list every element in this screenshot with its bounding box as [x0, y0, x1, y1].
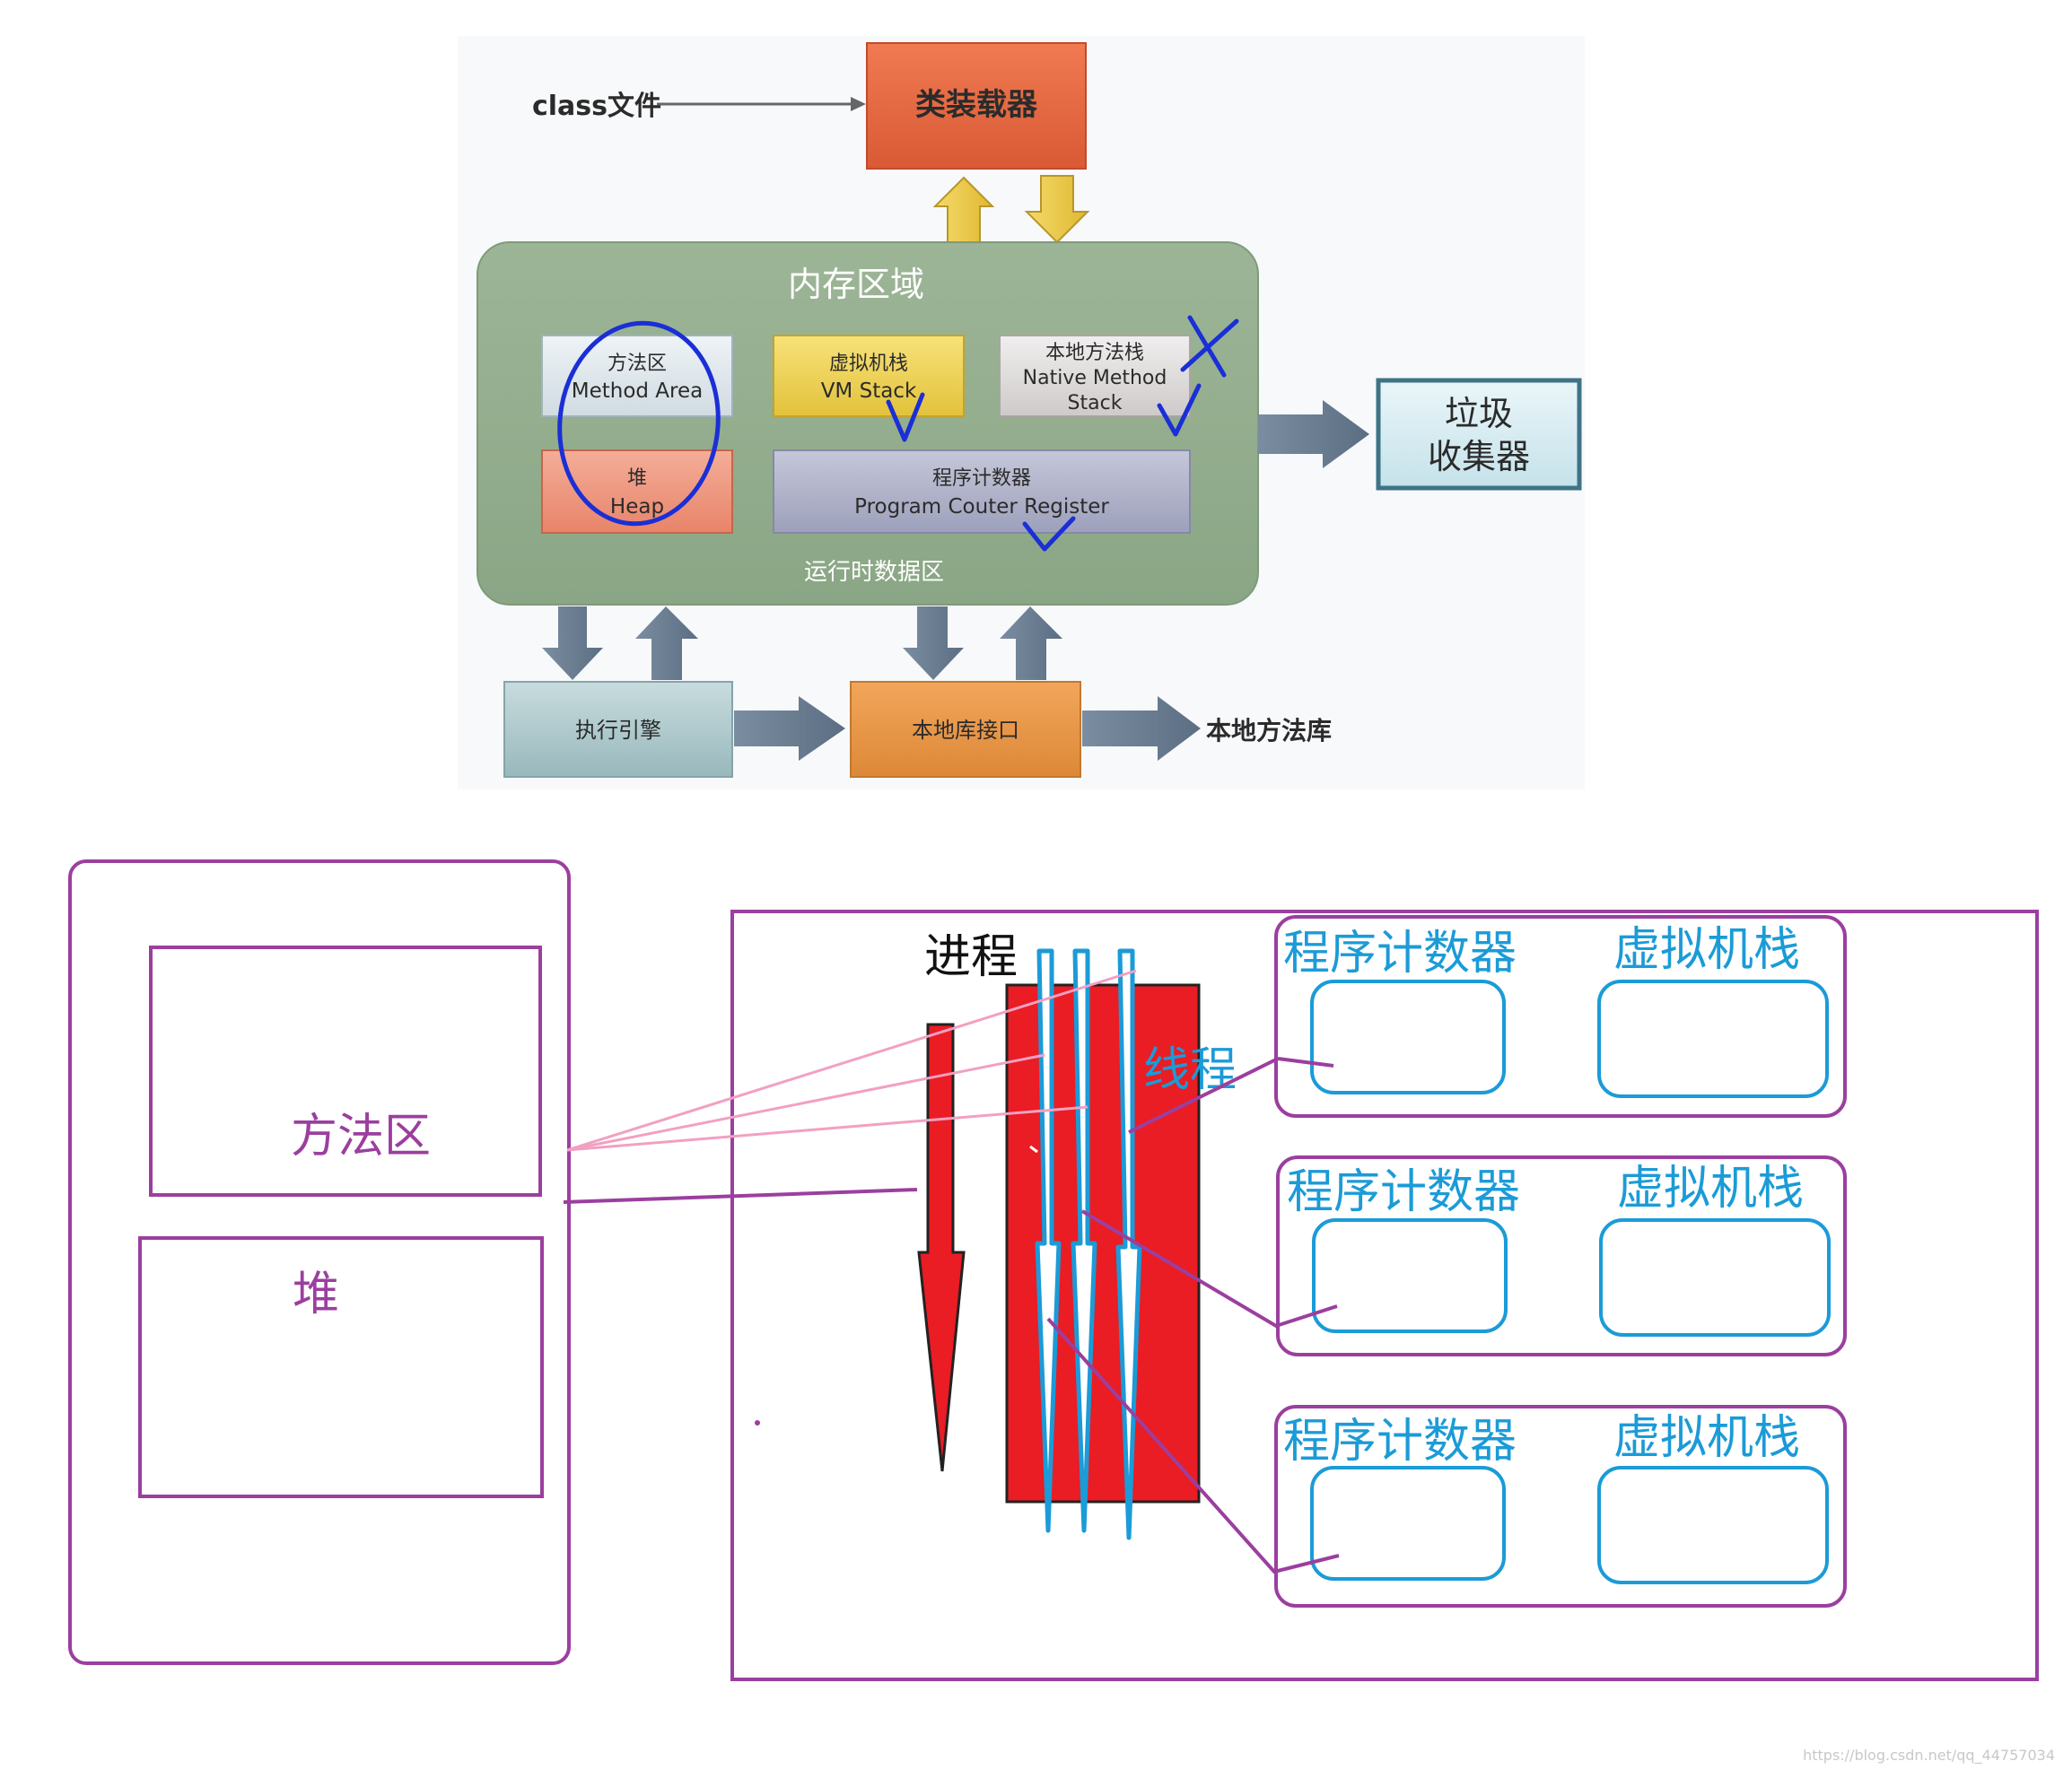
heap-cn: 堆 — [627, 467, 647, 490]
stray-dot — [755, 1420, 760, 1426]
thread-tick-mark — [1029, 1145, 1038, 1154]
arrow-exec-to-native — [734, 696, 845, 761]
thread-3-pc-box — [1310, 1466, 1506, 1581]
thread-private-area-1 — [1274, 915, 1847, 1118]
thread-2-pc-label: 程序计数器 — [1287, 1165, 1520, 1219]
method-area-cn: 方法区 — [608, 353, 667, 375]
thread-1-stack-box — [1597, 980, 1829, 1098]
link-method-thread-3 — [566, 969, 1137, 1152]
execution-engine-box — [503, 681, 733, 778]
jvm-architecture-diagram: class文件 类装载器 内存区域 方法区 Method Area 虚拟机栈 V… — [458, 36, 1585, 789]
process-label: 进程 — [924, 930, 1018, 984]
method-area-text: 方法区 — [291, 1110, 431, 1164]
thread-2-stack-box — [1599, 1218, 1831, 1337]
thread-arrow-3 — [1115, 948, 1142, 1540]
vm-stack-en: VM Stack — [821, 379, 917, 403]
program-counter-en: Program Couter Register — [854, 495, 1109, 519]
cross-mark-native-stack — [1180, 315, 1239, 378]
native-interface-label: 本地库接口 — [912, 718, 1019, 743]
hand-drawn-circle-mark — [557, 320, 721, 527]
thread-private-area-2 — [1276, 1155, 1847, 1356]
thread-label: 线程 — [1143, 1043, 1237, 1097]
thread-arrow-2 — [1071, 948, 1097, 1533]
heap-region — [138, 1236, 544, 1498]
arrow-up-from-exec — [635, 606, 698, 680]
process-panel — [730, 910, 2039, 1681]
native-stack-en-line1: Native Method — [1023, 367, 1167, 389]
link-thread-1-to-area-3 — [1046, 1317, 1340, 1574]
runtime-data-area-label: 运行时数据区 — [804, 559, 944, 586]
thread-private-area-3 — [1274, 1405, 1847, 1608]
link-method-thread-2 — [566, 1105, 1088, 1152]
checkmark-program-counter — [1022, 516, 1076, 552]
heap-en: Heap — [610, 495, 664, 519]
vm-stack-cn: 虚拟机栈 — [829, 353, 908, 375]
class-file-label: class文件 — [532, 91, 661, 122]
native-stack-box — [999, 335, 1191, 417]
checkmark-vm-stack — [886, 392, 925, 442]
program-counter-cn: 程序计数器 — [932, 467, 1031, 490]
process-arrow — [917, 1023, 966, 1472]
link-thread-2-to-area-2 — [1080, 1209, 1338, 1329]
thread-2-pc-box — [1312, 1218, 1508, 1333]
arrow-down-from-loader — [1024, 175, 1090, 244]
garbage-collector-box — [1376, 378, 1582, 491]
arrow-to-native-lib — [1082, 696, 1201, 761]
thread-2-stack-label: 虚拟机栈 — [1617, 1162, 1804, 1216]
shared-memory-panel — [68, 859, 571, 1665]
thread-3-stack-box — [1597, 1466, 1829, 1584]
arrow-to-gc — [1258, 400, 1369, 468]
heap-text: 堆 — [293, 1268, 339, 1321]
class-loader-label: 类装载器 — [915, 87, 1038, 123]
watermark: https://blog.csdn.net/qq_44757034 — [1803, 1747, 2055, 1765]
native-lib-label: 本地方法库 — [1206, 716, 1332, 745]
gc-label-line2: 收集器 — [1428, 437, 1530, 476]
vm-stack-box — [773, 335, 965, 417]
arrow-down-to-native-interface — [903, 606, 964, 680]
thread-arrow-1 — [1035, 948, 1062, 1533]
memory-area-title: 内存区域 — [788, 265, 924, 304]
thread-1-pc-label: 程序计数器 — [1283, 927, 1517, 981]
native-stack-cn: 本地方法栈 — [1045, 342, 1144, 364]
link-heap-process — [563, 1188, 918, 1204]
thread-3-pc-label: 程序计数器 — [1283, 1415, 1517, 1469]
process-thread-diagram: 方法区 堆 进程 线程 程序计数器 虚拟机栈 程序计数器 虚拟机栈 程序计数器 … — [68, 859, 2039, 1681]
method-area-box — [541, 335, 733, 417]
checkmark-native-stack — [1157, 383, 1202, 437]
arrow-up-from-native-interface — [1000, 606, 1062, 680]
program-counter-box — [773, 449, 1191, 534]
arrow-down-to-exec — [542, 606, 603, 680]
thread-3-stack-label: 虚拟机栈 — [1613, 1411, 1800, 1465]
class-file-arrow-head — [851, 97, 866, 111]
heap-box — [541, 449, 733, 534]
thread-1-stack-label: 虚拟机栈 — [1613, 923, 1800, 977]
method-area-region — [149, 946, 542, 1197]
method-area-en: Method Area — [572, 379, 704, 403]
link-method-thread-1 — [566, 1053, 1045, 1152]
link-thread-3-to-area-1 — [1128, 1057, 1334, 1134]
native-stack-en-line2: Stack — [1068, 392, 1123, 414]
class-loader-box — [866, 42, 1087, 170]
gc-label-line1: 垃圾 — [1445, 394, 1513, 433]
native-interface-box — [850, 681, 1081, 778]
execution-engine-label: 执行引擎 — [575, 718, 661, 743]
thread-1-pc-box — [1310, 980, 1506, 1094]
